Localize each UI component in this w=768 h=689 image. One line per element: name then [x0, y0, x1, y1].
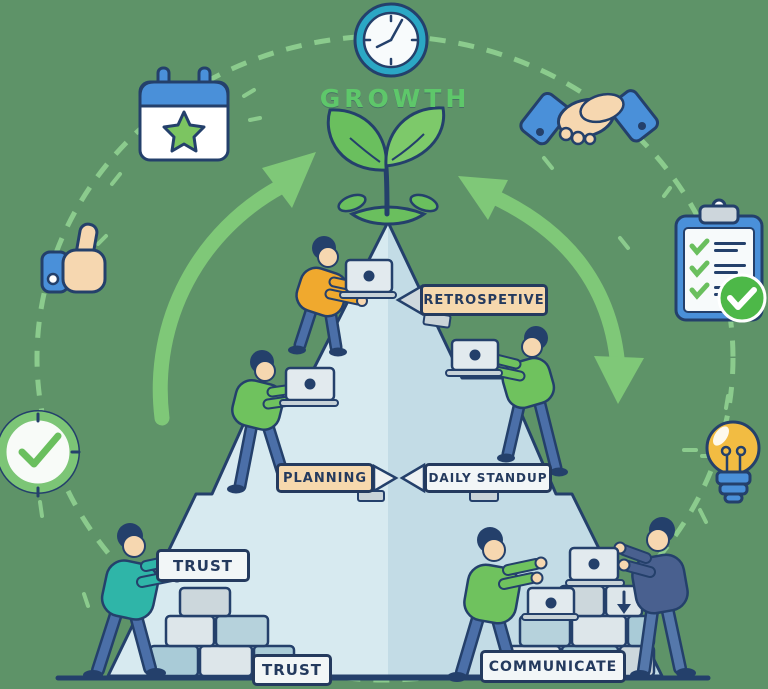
- thumbs-up-icon: [40, 222, 107, 294]
- laptop: [521, 586, 579, 621]
- calendar-star-icon: [138, 66, 230, 162]
- builder-navy-far-right: [565, 517, 696, 680]
- arrow-left-head: [262, 152, 316, 208]
- laptop: [445, 338, 503, 377]
- arrow-right-head-up: [458, 176, 508, 220]
- laptop: [565, 546, 625, 587]
- sprout-icon: [326, 106, 446, 226]
- climber-with-laptop-mid-right: [445, 326, 568, 477]
- growth-cycle-arrows: [152, 152, 644, 426]
- lightbulb-icon: [705, 420, 761, 504]
- laptop: [339, 258, 397, 299]
- brick-stack-left: [148, 586, 296, 678]
- laptop: [279, 366, 339, 407]
- download-arrow-brick: [617, 590, 631, 614]
- clock-icon: [353, 2, 429, 78]
- arrow-right-curve: [484, 188, 626, 376]
- handshake-icon: [519, 89, 660, 146]
- check-clock-icon: [0, 410, 81, 498]
- sign-pointers: [357, 283, 499, 502]
- climber-with-laptop-top: [288, 236, 397, 357]
- clipboard-checklist-icon: [674, 198, 767, 323]
- arrow-left-curve: [152, 178, 290, 426]
- arrow-right-head-down: [594, 356, 644, 404]
